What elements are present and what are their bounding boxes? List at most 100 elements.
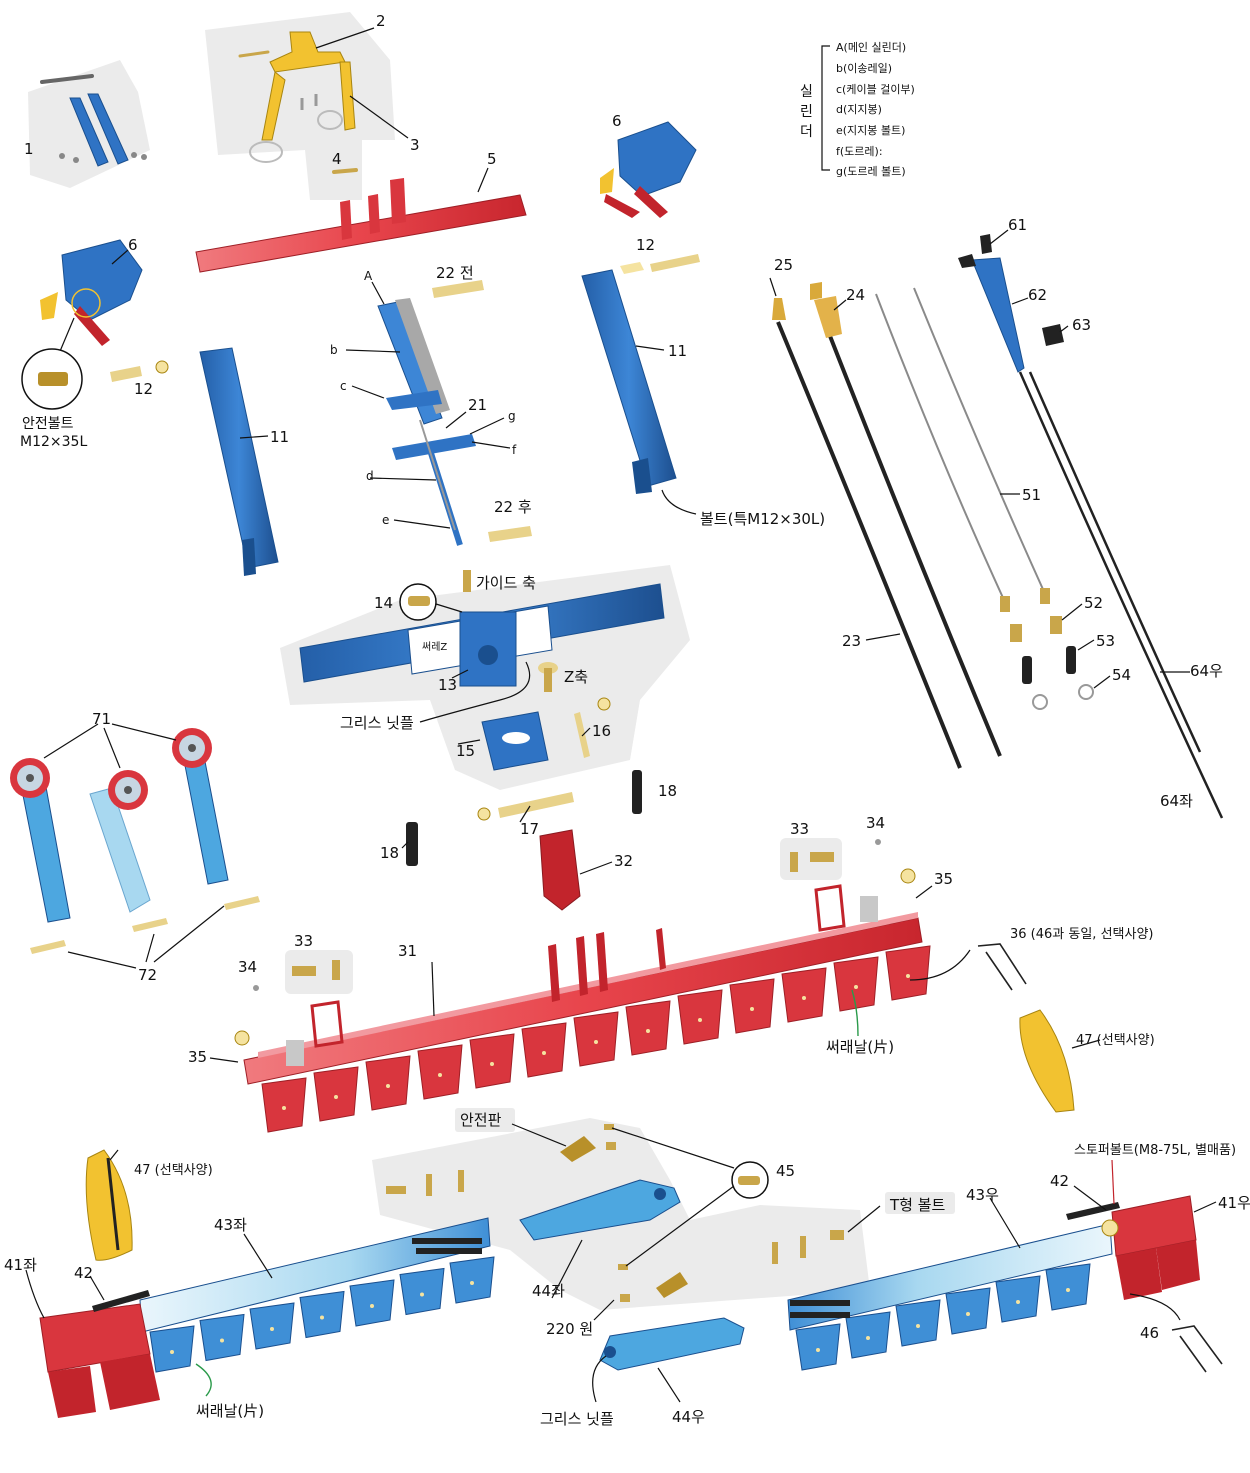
tine-plate	[249, 1302, 295, 1350]
part-2-3-yellow-hitch	[238, 31, 358, 174]
label-e: e	[382, 513, 389, 527]
label-c: c	[340, 379, 347, 393]
bolt-icon	[810, 852, 834, 862]
rivet-icon	[490, 1062, 494, 1066]
label-p44-left: 44좌	[532, 1282, 565, 1300]
label-p33a: 33	[790, 820, 809, 838]
bolt-icon	[408, 596, 430, 606]
label-p5: 5	[487, 150, 497, 168]
tine-plate	[149, 1325, 195, 1373]
label-p12b: 12	[636, 236, 655, 254]
wire-clip-icon	[977, 943, 1027, 991]
legend-item-c: c(케이블 걸이부)	[836, 83, 915, 96]
spring-icon	[1066, 1202, 1120, 1220]
tine-plate	[895, 1299, 941, 1347]
label-b: b	[330, 343, 338, 357]
label-p24: 24	[846, 286, 865, 304]
rivet-icon	[320, 1315, 324, 1320]
part-13-cross-beam: 써레Z	[299, 583, 665, 687]
pin-icon	[650, 254, 700, 272]
label-p34a: 34	[866, 814, 885, 832]
label-p14: 14	[374, 594, 393, 612]
label-p53: 53	[1096, 632, 1115, 650]
part-1-straps	[40, 74, 147, 167]
part-6-right-hitch	[600, 121, 697, 218]
spring-icon	[1022, 656, 1032, 684]
label-p18b: 18	[380, 844, 399, 862]
label-p54: 54	[1112, 666, 1131, 684]
tine-plate	[625, 1000, 671, 1056]
label-p13: 13	[438, 676, 457, 694]
tine-plate	[299, 1290, 345, 1339]
label-p6b: 6	[612, 112, 622, 130]
rivet-icon	[854, 985, 858, 989]
bolt-icon	[458, 1170, 464, 1192]
tine-plate	[729, 978, 775, 1034]
rivet-icon	[966, 1312, 970, 1316]
label-g: g	[508, 409, 516, 423]
label-p6a: 6	[128, 236, 138, 254]
pulley-icon	[124, 786, 132, 794]
part-11-left-beam	[199, 347, 279, 576]
label-p41-left: 41좌	[4, 1256, 37, 1274]
bolt-icon	[426, 1174, 432, 1196]
label-p71: 71	[92, 710, 111, 728]
label-p11a: 11	[270, 428, 289, 446]
rivet-icon	[750, 1007, 754, 1011]
label-safety-plate: 안전판	[460, 1111, 502, 1129]
bolt-icon	[800, 1236, 806, 1258]
tine-plate	[781, 967, 827, 1023]
pin-icon	[30, 940, 66, 954]
pin-icon	[790, 852, 798, 872]
spring-icon	[406, 822, 418, 866]
label-p31: 31	[398, 942, 417, 960]
pin-icon	[132, 918, 168, 932]
pin-icon	[332, 960, 340, 980]
label-p72: 72	[138, 966, 157, 984]
label-tine-a: 써래날(片)	[826, 1038, 894, 1056]
rivet-icon	[646, 1029, 650, 1033]
bolt-icon	[141, 154, 147, 160]
tine-plate	[945, 1287, 991, 1335]
label-p21: 21	[468, 396, 487, 414]
shafts-and-pins	[419, 570, 611, 821]
bolt-icon	[386, 1186, 406, 1194]
label-p15: 15	[456, 742, 475, 760]
part-47-shields	[85, 1009, 1075, 1261]
label-p36: 36 (46과 동일, 선택사양)	[1010, 927, 1153, 942]
label-A: A	[364, 269, 373, 283]
wire-clip-icon	[1171, 1325, 1223, 1373]
label-p51: 51	[1022, 486, 1041, 504]
label-p2: 2	[376, 12, 386, 30]
nut-icon	[234, 1030, 250, 1046]
label-p42b: 42	[74, 1264, 93, 1282]
part-32-red-block	[539, 829, 581, 911]
tine-plate	[313, 1066, 359, 1122]
label-p23: 23	[842, 632, 861, 650]
bolt-icon	[59, 153, 65, 159]
label-stopper-bolt: 스토퍼볼트(M8-75L, 별매품)	[1074, 1143, 1236, 1158]
label-p11b: 11	[668, 342, 687, 360]
pin-icon	[332, 168, 358, 174]
label-grease-nipple-b: 그리스 닛플	[540, 1410, 614, 1428]
rivet-icon	[698, 1018, 702, 1022]
part-11-right-beam	[581, 254, 700, 494]
label-f: f	[512, 443, 517, 457]
part-15-bracket	[481, 711, 549, 771]
part-44-right	[599, 1317, 745, 1371]
part-labels: 1 2 3 4 5 6 6 안전볼트 M12×35L 12 12 11 11 A…	[4, 12, 1250, 1428]
tine-plate	[885, 945, 931, 1001]
rivet-icon	[270, 1327, 274, 1331]
label-p47b: 47 (선택사양)	[134, 1163, 213, 1178]
tine-plate	[573, 1011, 619, 1067]
legend-item-d: d(지지봉)	[836, 103, 882, 116]
label-p45: 45	[776, 1162, 795, 1180]
label-p33b: 33	[294, 932, 313, 950]
part-21-cylinder	[377, 280, 532, 546]
pin-icon	[544, 668, 552, 692]
pin-icon	[224, 896, 260, 910]
spring-icon	[1066, 646, 1076, 674]
blue-tine-row-right	[795, 1263, 1091, 1371]
pin-icon	[238, 50, 270, 58]
